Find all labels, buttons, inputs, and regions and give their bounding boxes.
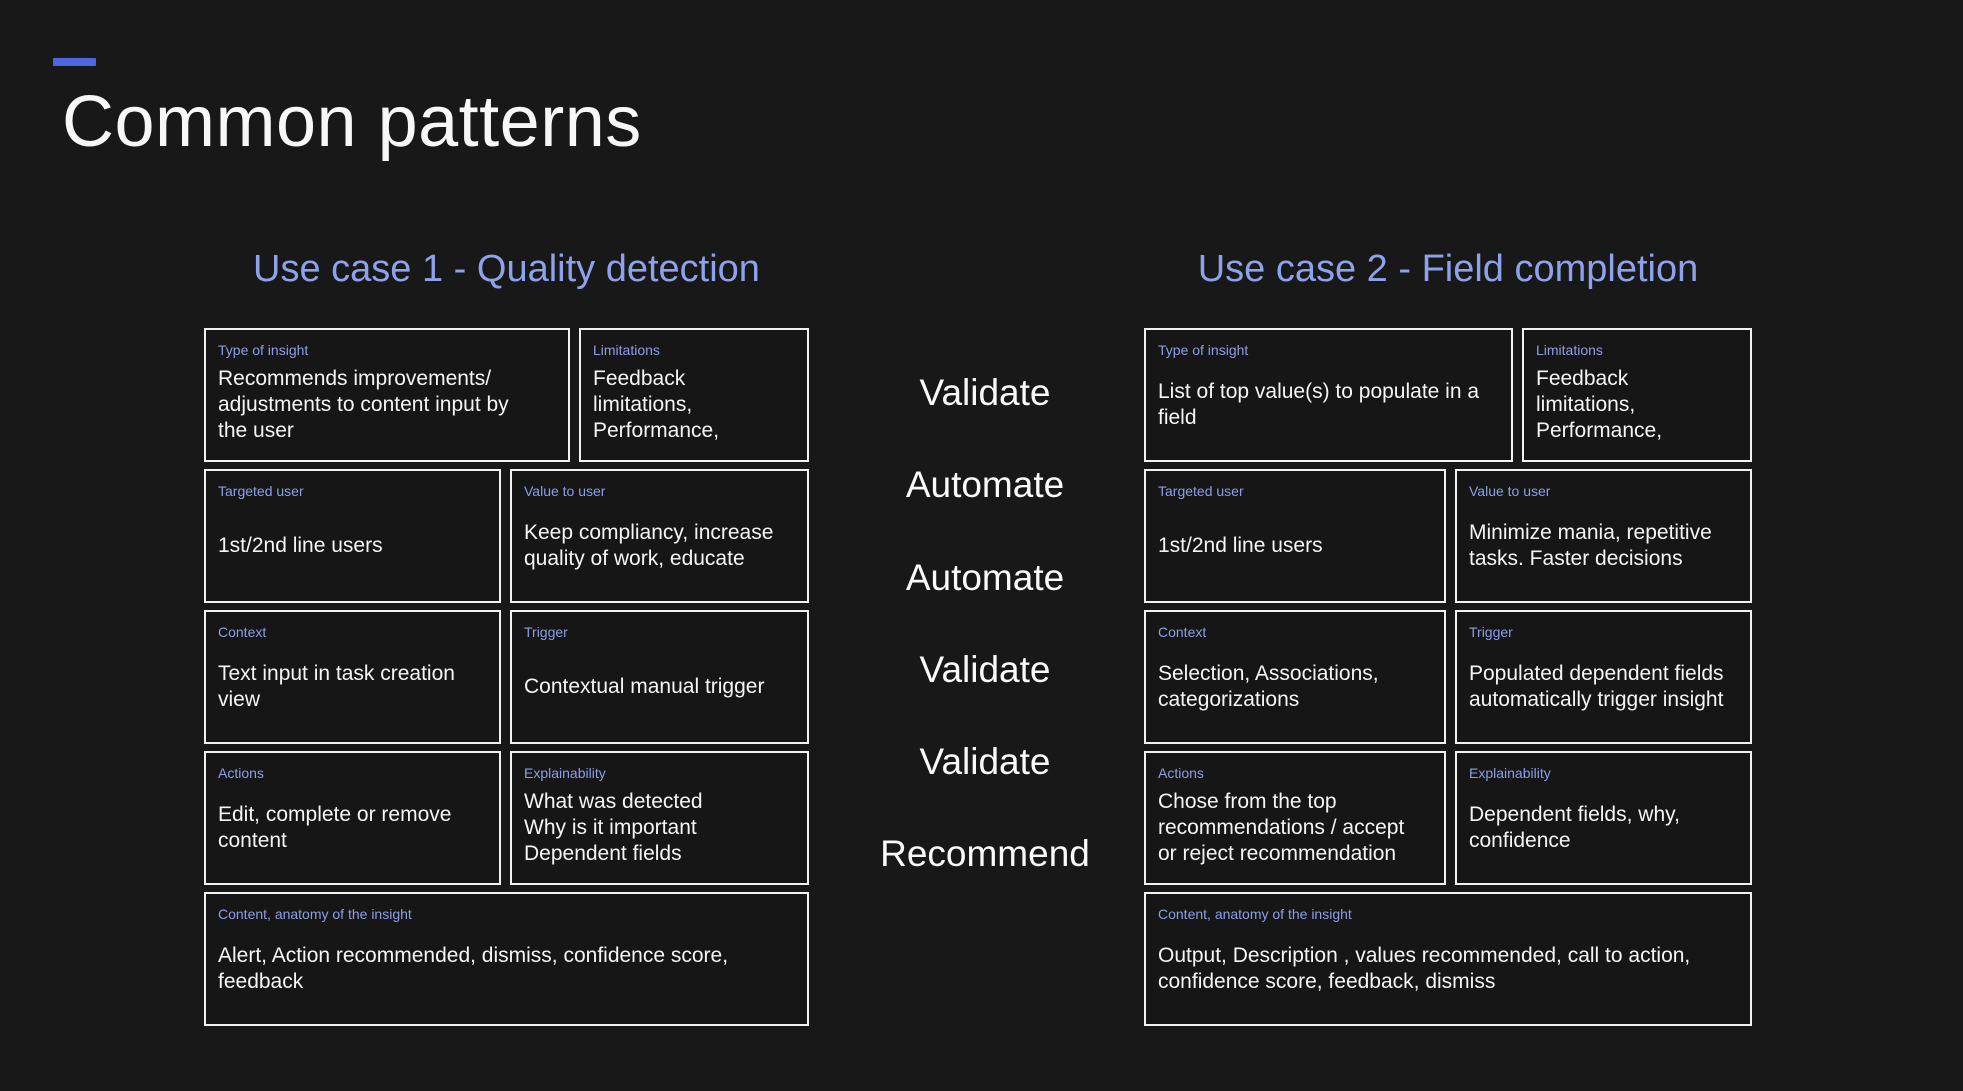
card-text: What was detected Why is it important De… [524, 789, 703, 865]
card-label: Actions [218, 765, 264, 781]
card-text: Feedback limitations, Performance, [1536, 366, 1663, 442]
uc1-card-explainability: Explainability What was detected Why is … [510, 751, 809, 885]
flow-label-recommend: Recommend [880, 833, 1090, 875]
card-text: Output, Description , values recommended… [1158, 943, 1691, 993]
uc1-card-value-to-user: Value to user Keep compliancy, increase … [510, 469, 809, 603]
card-label: Type of insight [1158, 342, 1249, 358]
uc2-card-targeted-user: Targeted user 1st/2nd line users [1144, 469, 1446, 603]
uc1-card-limitations: Limitations Feedback limitations, Perfor… [579, 328, 809, 462]
card-label: Limitations [1536, 342, 1603, 358]
card-label: Value to user [1469, 483, 1551, 499]
card-label: Value to user [524, 483, 606, 499]
card-label: Limitations [593, 342, 660, 358]
card-text: Recommends improvements/ adjustments to … [218, 366, 509, 442]
uc1-card-trigger: Trigger Contextual manual trigger [510, 610, 809, 744]
uc2-card-context: Context Selection, Associations, categor… [1144, 610, 1446, 744]
card-label: Content, anatomy of the insight [1158, 906, 1352, 922]
card-label: Explainability [524, 765, 606, 781]
card-label: Trigger [524, 624, 568, 640]
card-label: Content, anatomy of the insight [218, 906, 412, 922]
card-label: Targeted user [218, 483, 304, 499]
use-case-2-card-grid: Type of insight List of top value(s) to … [1144, 328, 1752, 1033]
card-label: Type of insight [218, 342, 309, 358]
card-text: Edit, complete or remove content [218, 802, 452, 852]
use-case-1-card-grid: Type of insight Recommends improvements/… [204, 328, 809, 1033]
uc2-card-content-anatomy: Content, anatomy of the insight Output, … [1144, 892, 1752, 1026]
uc2-card-type-of-insight: Type of insight List of top value(s) to … [1144, 328, 1513, 462]
card-text: Contextual manual trigger [524, 674, 765, 698]
flow-labels: Validate Automate Automate Validate Vali… [860, 372, 1110, 876]
uc2-card-actions: Actions Chose from the top recommendatio… [1144, 751, 1446, 885]
uc1-card-actions: Actions Edit, complete or remove content [204, 751, 501, 885]
card-text: List of top value(s) to populate in a fi… [1158, 379, 1480, 429]
card-label: Actions [1158, 765, 1204, 781]
uc2-card-value-to-user: Value to user Minimize mania, repetitive… [1455, 469, 1752, 603]
uc2-card-trigger: Trigger Populated dependent fields autom… [1455, 610, 1752, 744]
card-label: Trigger [1469, 624, 1513, 640]
flow-label-automate-1: Automate [905, 464, 1065, 506]
uc1-card-type-of-insight: Type of insight Recommends improvements/… [204, 328, 570, 462]
use-case-2-title: Use case 2 - Field completion [1197, 248, 1699, 290]
card-label: Context [1158, 624, 1207, 640]
card-text: Text input in task creation view [218, 661, 455, 711]
flow-label-validate-1: Validate [919, 372, 1051, 413]
card-text: Chose from the top recommendations / acc… [1158, 789, 1405, 865]
card-text: Feedback limitations, Performance, [593, 366, 720, 442]
card-text: Populated dependent fields automatically… [1469, 661, 1724, 711]
card-label: Context [218, 624, 267, 640]
accent-dash [53, 58, 96, 66]
card-text: Alert, Action recommended, dismiss, conf… [218, 943, 729, 993]
card-text: 1st/2nd line users [218, 533, 383, 557]
uc2-card-explainability: Explainability Dependent fields, why, co… [1455, 751, 1752, 885]
uc1-card-targeted-user: Targeted user 1st/2nd line users [204, 469, 501, 603]
uc1-card-context: Context Text input in task creation view [204, 610, 501, 744]
uc1-card-content-anatomy: Content, anatomy of the insight Alert, A… [204, 892, 809, 1026]
card-text: Selection, Associations, categorizations [1158, 661, 1379, 711]
card-label: Explainability [1469, 765, 1551, 781]
card-text: Minimize mania, repetitive tasks. Faster… [1469, 520, 1712, 570]
card-label: Targeted user [1158, 483, 1244, 499]
card-text: 1st/2nd line users [1158, 533, 1323, 557]
card-text: Dependent fields, why, confidence [1469, 802, 1680, 852]
flow-label-automate-2: Automate [905, 556, 1065, 598]
flow-label-validate-2: Validate [919, 648, 1051, 690]
use-case-1-title: Use case 1 - Quality detection [253, 248, 760, 290]
flow-label-validate-3: Validate [919, 741, 1051, 783]
uc2-card-limitations: Limitations Feedback limitations, Perfor… [1522, 328, 1752, 462]
card-text: Keep compliancy, increase quality of wor… [524, 520, 774, 570]
page-title: Common patterns [62, 82, 642, 162]
